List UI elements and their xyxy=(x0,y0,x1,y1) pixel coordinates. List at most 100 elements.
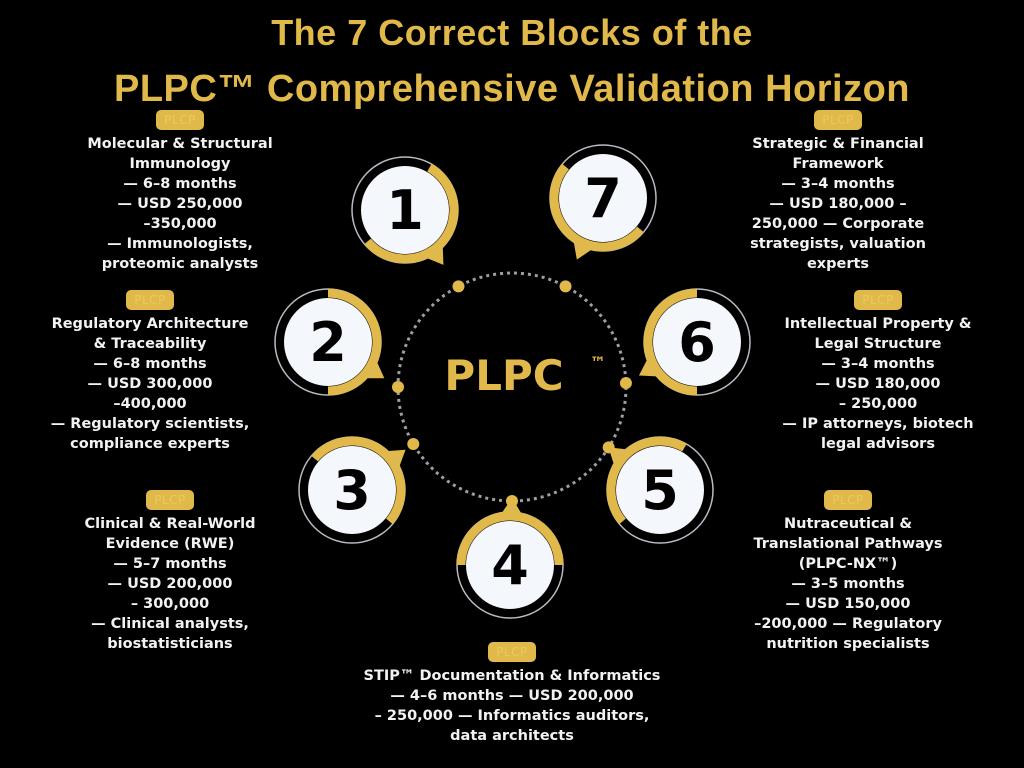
block-text-line: 250,000 — Corporate xyxy=(751,216,925,232)
block-text-line: — Immunologists, xyxy=(107,236,253,252)
badge-face xyxy=(308,446,396,534)
block-text-line: — 5–7 months xyxy=(113,556,227,572)
center-label: PLPC xyxy=(444,351,563,400)
badge-gold-arc xyxy=(643,288,698,396)
block-text-line: strategists, valuation xyxy=(750,236,926,252)
block-text-line: — USD 180,000 – xyxy=(769,196,907,212)
block-text-line: — 3–4 months xyxy=(821,356,935,372)
ring-node-4 xyxy=(506,495,518,507)
plcp-tag: PLCP xyxy=(814,110,862,130)
block-text-line: — 6–8 months xyxy=(123,176,237,192)
block-text-line: biostatisticians xyxy=(107,636,233,652)
badge-gold-arc xyxy=(549,163,644,252)
block-text-line: STIP™ Documentation & Informatics xyxy=(363,668,661,684)
block-text-line: Evidence (RWE) xyxy=(105,536,235,552)
badge-face xyxy=(616,446,704,534)
ring-node-2 xyxy=(392,381,404,393)
badge-3: 3 xyxy=(298,436,406,544)
badge-gold-arc xyxy=(606,436,687,525)
block-text-line: — 6–8 months xyxy=(93,356,207,372)
block-text-line: Intellectual Property & xyxy=(784,316,972,332)
ring-node-7 xyxy=(559,280,572,293)
plcp-tag: PLCP xyxy=(824,490,872,510)
block-text-line: data architects xyxy=(450,728,574,744)
badge-gold-arc xyxy=(327,288,382,396)
block-text-line: Framework xyxy=(792,156,884,172)
block-text-line: nutrition specialists xyxy=(766,636,930,652)
block-text-line: Legal Structure xyxy=(814,336,942,352)
badge-gold-arc xyxy=(456,511,564,566)
badge-face xyxy=(466,521,554,609)
block-text-line: Strategic & Financial xyxy=(752,136,924,152)
plcp-tag: PLCP xyxy=(126,290,174,310)
block-text-line: compliance experts xyxy=(70,436,230,452)
badge-5: 5 xyxy=(606,436,714,544)
badge-2: 2 xyxy=(274,288,385,396)
block-text-line: — Clinical analysts, xyxy=(91,616,249,632)
block-text-line: — USD 300,000 xyxy=(87,376,213,392)
badge-face xyxy=(361,166,449,254)
block-text-line: — IP attorneys, biotech xyxy=(782,416,974,432)
title-line-1: The 7 Correct Blocks of the xyxy=(271,12,753,53)
block-text-line: — USD 180,000 xyxy=(815,376,941,392)
block-text-line: Nutraceutical & xyxy=(783,516,913,532)
badge-1: 1 xyxy=(351,156,459,265)
plcp-tag: PLCP xyxy=(488,642,536,662)
block-4-description: PLCP STIP™ Documentation & Informatics — 4… xyxy=(332,642,692,746)
block-text-line: — 3–4 months xyxy=(781,176,895,192)
badge-number: 7 xyxy=(584,167,622,230)
block-text-line: –350,000 xyxy=(143,216,217,232)
block-text-line: — 4–6 months — USD 200,000 xyxy=(390,688,634,704)
block-text-line: (PLPC-NX™) xyxy=(798,556,898,572)
block-6-description: PLCP Intellectual Property & Legal Structu… xyxy=(758,290,998,454)
block-text-line: — USD 200,000 xyxy=(107,576,233,592)
block-text-line: –400,000 xyxy=(113,396,187,412)
badge-number: 5 xyxy=(641,459,679,522)
badge-gold-arc xyxy=(364,163,459,264)
badge-face xyxy=(653,298,741,386)
badge-number: 6 xyxy=(678,311,716,374)
block-text-line: — USD 250,000 xyxy=(117,196,243,212)
ring-node-3 xyxy=(407,438,420,450)
badge-7: 7 xyxy=(549,144,657,260)
block-5-description: PLCP Nutraceutical & Translational Pathway… xyxy=(728,490,968,654)
block-text-line: Regulatory Architecture xyxy=(51,316,249,332)
block-text-line: – 300,000 xyxy=(130,596,210,612)
block-text-line: Immunology xyxy=(129,156,231,172)
badge-4: 4 xyxy=(456,498,564,619)
block-text-line: Translational Pathways xyxy=(753,536,943,552)
block-text-line: – 250,000 xyxy=(838,396,918,412)
badge-face xyxy=(559,154,647,242)
badge-number: 3 xyxy=(333,459,371,522)
badge-number: 1 xyxy=(386,179,424,242)
badge-gold-arc xyxy=(311,436,406,525)
block-text-line: Clinical & Real-World xyxy=(84,516,256,532)
block-text-line: legal advisors xyxy=(821,436,935,452)
block-text-line: experts xyxy=(806,256,870,272)
plcp-tag: PLCP xyxy=(854,290,902,310)
ring-node-5 xyxy=(602,441,615,454)
badge-number: 2 xyxy=(309,311,347,374)
block-text-line: –200,000 — Regulatory xyxy=(754,616,942,632)
block-text-line: — Regulatory scientists, xyxy=(50,416,250,432)
badge-face xyxy=(284,298,372,386)
ring-node-6 xyxy=(619,377,632,390)
block-text-line: — USD 150,000 xyxy=(785,596,911,612)
badge-6: 6 xyxy=(638,288,751,396)
block-2-description: PLCP Regulatory Architecture & Traceabilit… xyxy=(30,290,270,454)
plcp-tag: PLCP xyxy=(146,490,194,510)
block-text-line: & Traceability xyxy=(93,336,207,352)
ring-node-1 xyxy=(452,280,465,293)
center-trademark: ™ xyxy=(590,353,606,372)
title-line-2: PLPC™ Comprehensive Validation Horizon xyxy=(113,68,910,110)
plcp-tag: PLCP xyxy=(156,110,204,130)
block-text-line: Molecular & Structural xyxy=(87,136,273,152)
block-text-line: – 250,000 — Informatics auditors, xyxy=(374,708,650,724)
block-text-line: proteomic analysts xyxy=(101,256,259,272)
badge-number: 4 xyxy=(491,534,529,597)
block-text-line: — 3–5 months xyxy=(791,576,905,592)
